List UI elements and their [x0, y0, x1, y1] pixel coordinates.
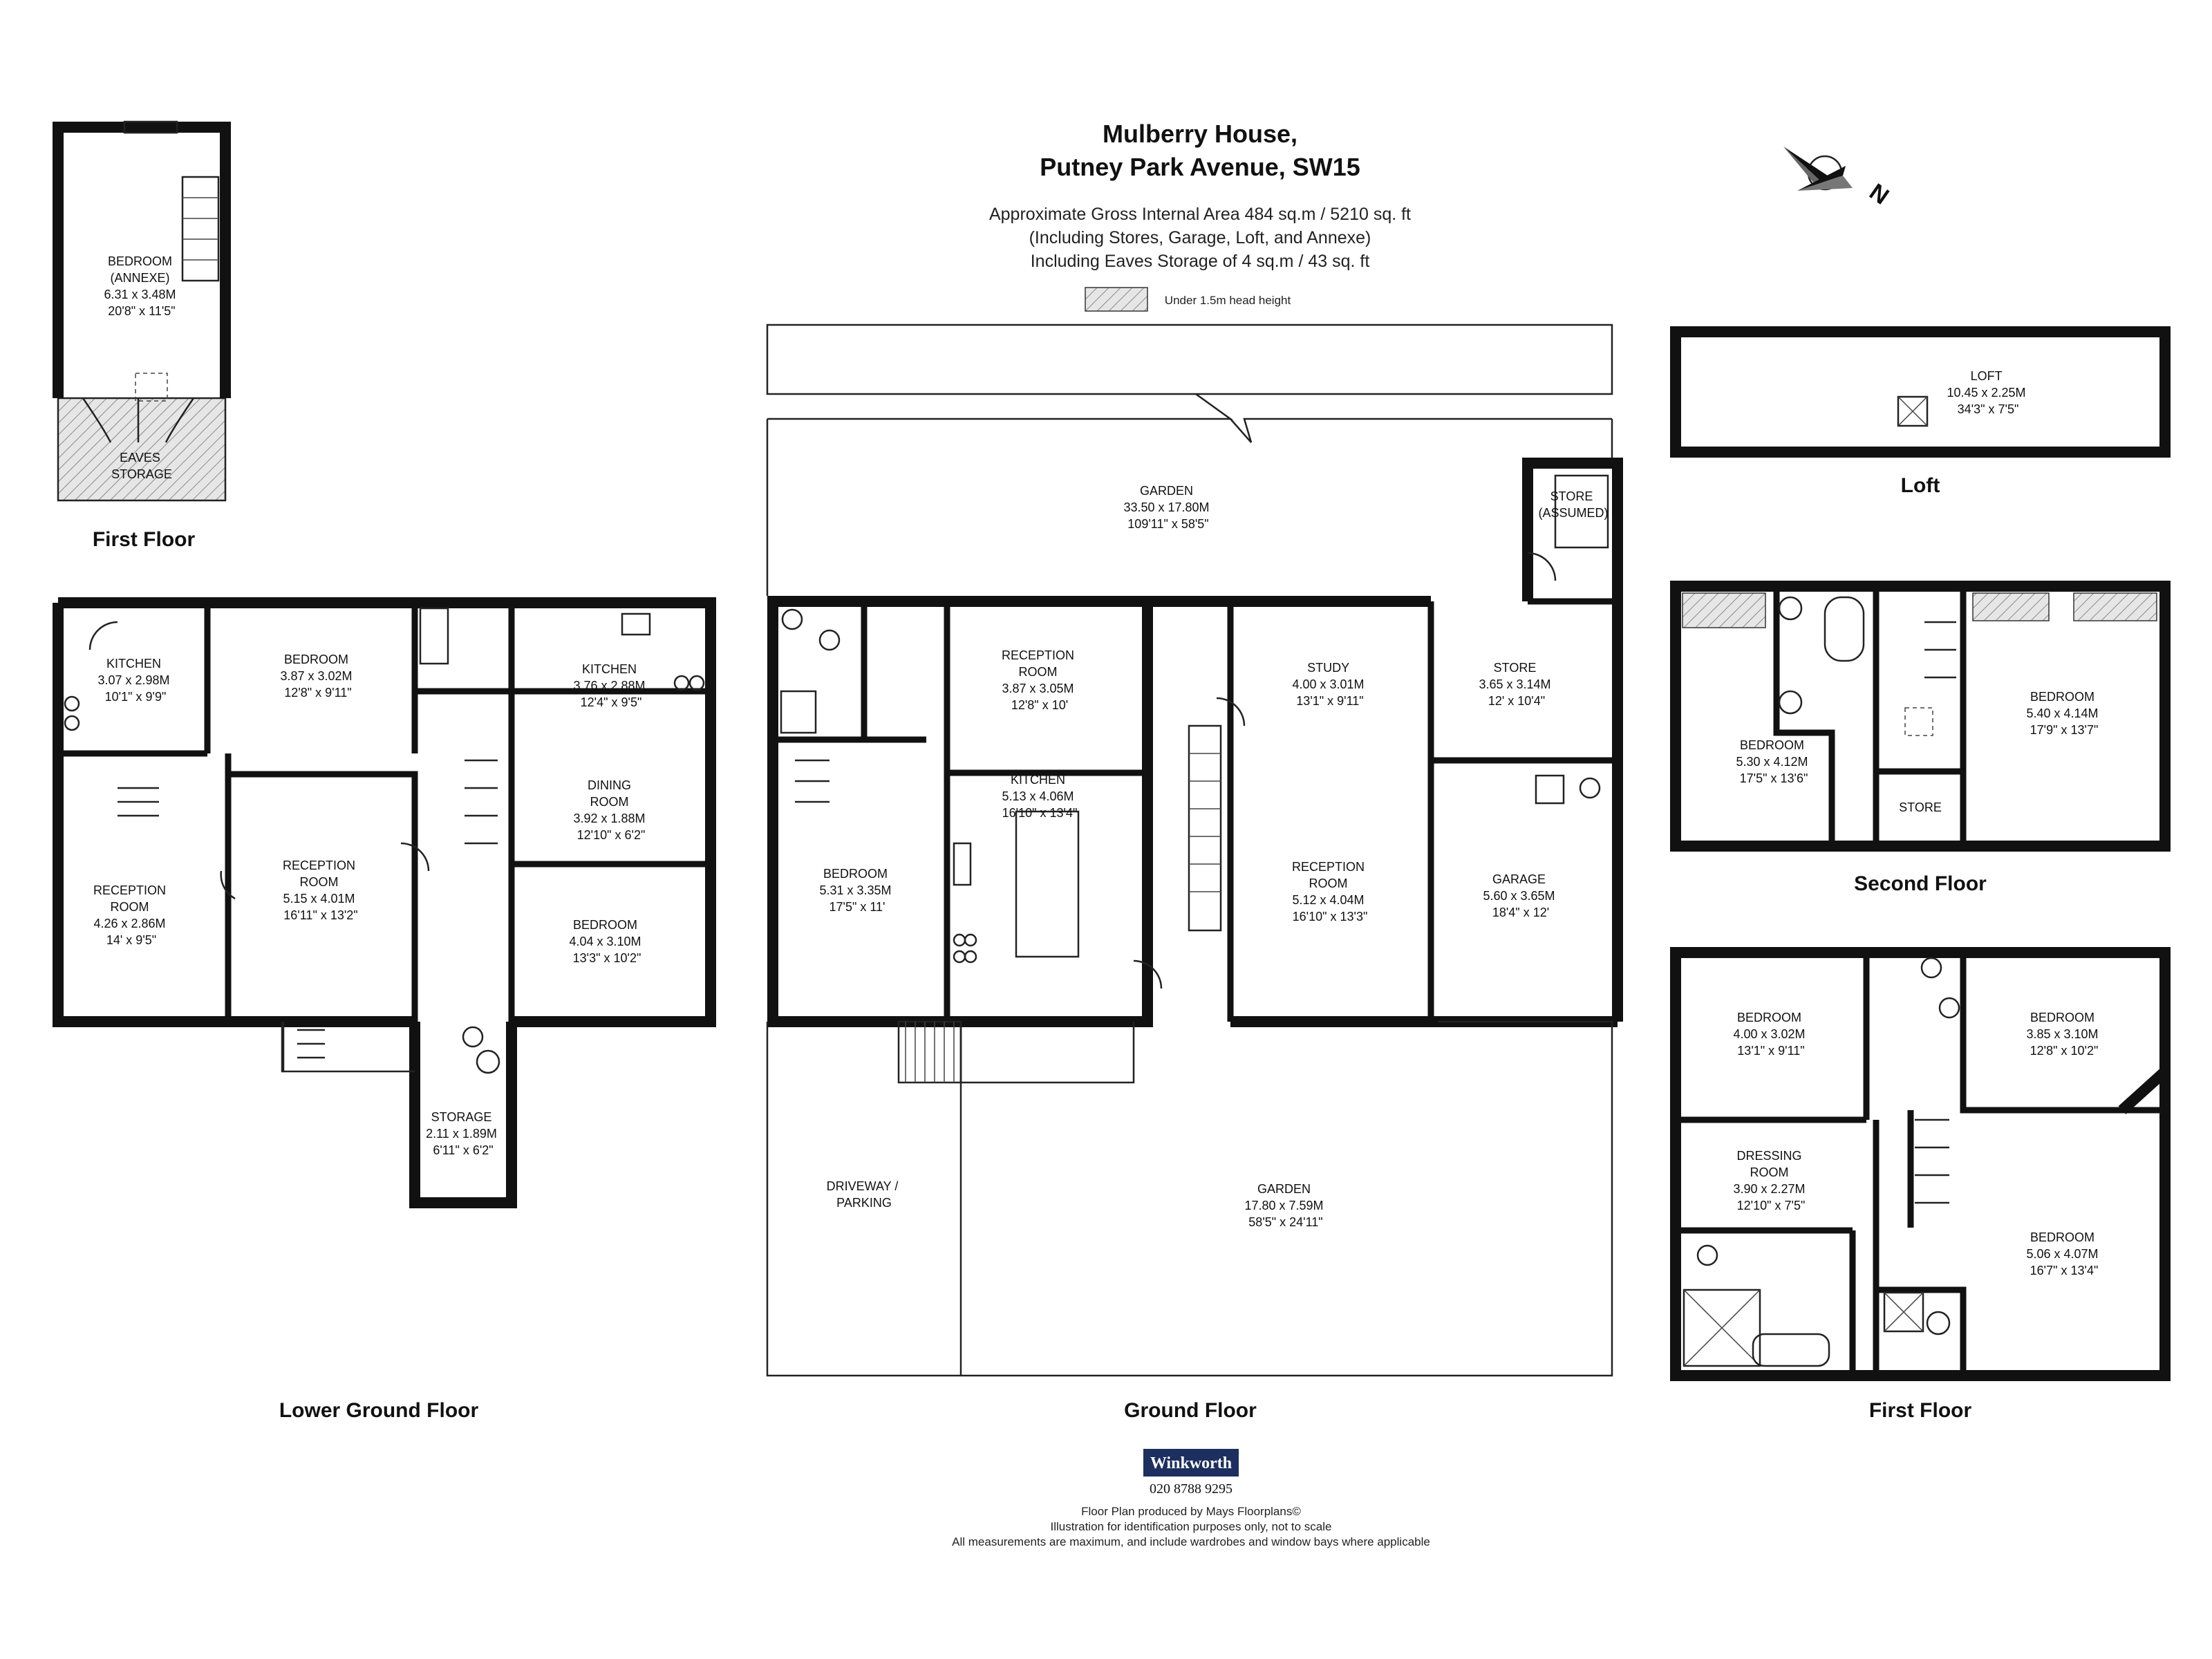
sf-bedroom-1-label: BEDROOM 5.30 x 4.12M 17'5" x 13'6": [1736, 738, 1811, 785]
footer-line-3: All measurements are maximum, and includ…: [952, 1535, 1430, 1548]
area-line-1: Approximate Gross Internal Area 484 sq.m…: [989, 205, 1411, 224]
gf-store-assumed-label: STORE (ASSUMED): [1538, 489, 1608, 520]
gf-garage-label: GARAGE 5.60 x 3.65M 18'4" x 12': [1483, 872, 1558, 919]
ground-plan: GARDEN 33.50 x 17.80M 109'11" x 58'5" ST…: [766, 324, 1623, 1377]
floor-label-ground: Ground Floor: [1124, 1399, 1257, 1422]
brand-logo-box: [1143, 1449, 1239, 1477]
footer-line-1: Floor Plan produced by Mays Floorplans©: [1081, 1505, 1301, 1518]
floor-label-first: First Floor: [1869, 1399, 1972, 1422]
lower-ground-plan: KITCHEN 3.07 x 2.98M 10'1" x 9'9" BEDROO…: [53, 597, 716, 1208]
sf-store-label: STORE: [1899, 800, 1942, 814]
sf-bedroom-2-label: BEDROOM 5.40 x 4.14M 17'9" x 13'7": [2026, 690, 2101, 737]
annexe-bedroom-label: BEDROOM (ANNEXE) 6.31 x 3.48M 20'8" x 11…: [104, 254, 179, 318]
floor-label-loft: Loft: [1901, 474, 1940, 497]
lg-bedroom-2-label: BEDROOM 4.04 x 3.10M 13'3" x 10'2": [569, 918, 644, 965]
gf-kitchen-label: KITCHEN 5.13 x 4.06M 16'10" x 13'4": [1002, 773, 1077, 820]
ff-bedroom-1-label: BEDROOM 4.00 x 3.02M 13'1" x 9'11": [1733, 1011, 1808, 1058]
area-line-2: (Including Stores, Garage, Loft, and Ann…: [1029, 228, 1371, 247]
legend-label: Under 1.5m head height: [1165, 294, 1291, 307]
first-floor-plan: BEDROOM 4.00 x 3.02M 13'1" x 9'11" BEDRO…: [1670, 947, 2171, 1381]
gf-reception-1-label: RECEPTION ROOM 3.87 x 3.05M 12'8" x 10': [1002, 648, 1078, 712]
lg-kitchen-2-label: KITCHEN 3.76 x 2.88M 12'4" x 9'5": [573, 662, 648, 709]
title-line-1: Mulberry House,: [1103, 120, 1297, 148]
area-line-3: Including Eaves Storage of 4 sq.m / 43 s…: [1031, 252, 1370, 271]
second-floor-plan: BEDROOM 5.30 x 4.12M 17'5" x 13'6" BEDRO…: [1670, 581, 2171, 852]
lg-reception-1-label: RECEPTION ROOM 4.26 x 2.86M 14' x 9'5": [93, 883, 169, 947]
eaves-hatch: [57, 397, 226, 501]
floor-label-annexe: First Floor: [93, 528, 196, 551]
floor-label-second: Second Floor: [1854, 872, 1987, 895]
gf-reception-2-label: RECEPTION ROOM 5.12 x 4.04M 16'10" x 13'…: [1292, 860, 1368, 924]
loft-label: LOFT 10.45 x 2.25M 34'3" x 7'5": [1947, 369, 2029, 416]
brand-name: Winkworth: [1150, 1454, 1232, 1472]
gf-store-label: STORE 3.65 x 3.14M 12' x 10'4": [1479, 661, 1554, 708]
gf-garden-rear-label: GARDEN 33.50 x 17.80M 109'11" x 58'5": [1123, 484, 1212, 531]
gf-driveway-label: DRIVEWAY / PARKING: [827, 1179, 902, 1210]
ff-dressing-label: DRESSING ROOM 3.90 x 2.27M 12'10" x 7'5": [1733, 1149, 1808, 1212]
annexe-plan: BEDROOM (ANNEXE) 6.31 x 3.48M 20'8" x 11…: [53, 120, 231, 502]
gf-garden-front-label: GARDEN 17.80 x 7.59M 58'5" x 24'11": [1244, 1182, 1327, 1229]
eaves-storage-label: EAVES STORAGE: [111, 451, 172, 481]
gf-study-label: STUDY 4.00 x 3.01M 13'1" x 9'11": [1292, 661, 1367, 708]
legend: Under 1.5m head height: [1085, 287, 1291, 312]
compass-icon: N: [1783, 147, 1893, 210]
brand-phone: 020 8788 9295: [1150, 1481, 1232, 1497]
ff-bedroom-2-label: BEDROOM 3.85 x 3.10M 12'8" x 10'2": [2026, 1011, 2101, 1058]
footer-line-2: Illustration for identification purposes…: [1051, 1520, 1332, 1533]
compass-label: N: [1864, 178, 1893, 209]
gf-bedroom-label: BEDROOM 5.31 x 3.35M 17'5" x 11': [819, 867, 894, 914]
title-line-2: Putney Park Avenue, SW15: [1040, 153, 1360, 181]
lg-bedroom-1-label: BEDROOM 3.87 x 3.02M 12'8" x 9'11": [280, 653, 355, 700]
lg-reception-2-label: RECEPTION ROOM 5.15 x 4.01M 16'11" x 13'…: [283, 859, 359, 922]
lg-storage-label: STORAGE 2.11 x 1.89M 6'11" x 6'2": [426, 1110, 500, 1157]
legend-swatch: [1085, 287, 1148, 312]
floor-label-lower-ground: Lower Ground Floor: [279, 1399, 479, 1422]
brand-logo: Winkworth 020 8788 9295: [1143, 1449, 1239, 1497]
ff-bedroom-3-label: BEDROOM 5.06 x 4.07M 16'7" x 13'4": [2026, 1230, 2101, 1277]
lg-dining-label: DINING ROOM 3.92 x 1.88M 12'10" x 6'2": [573, 778, 648, 842]
loft-plan: LOFT 10.45 x 2.25M 34'3" x 7'5": [1670, 326, 2171, 458]
lg-kitchen-1-label: KITCHEN 3.07 x 2.98M 10'1" x 9'9": [97, 657, 173, 704]
